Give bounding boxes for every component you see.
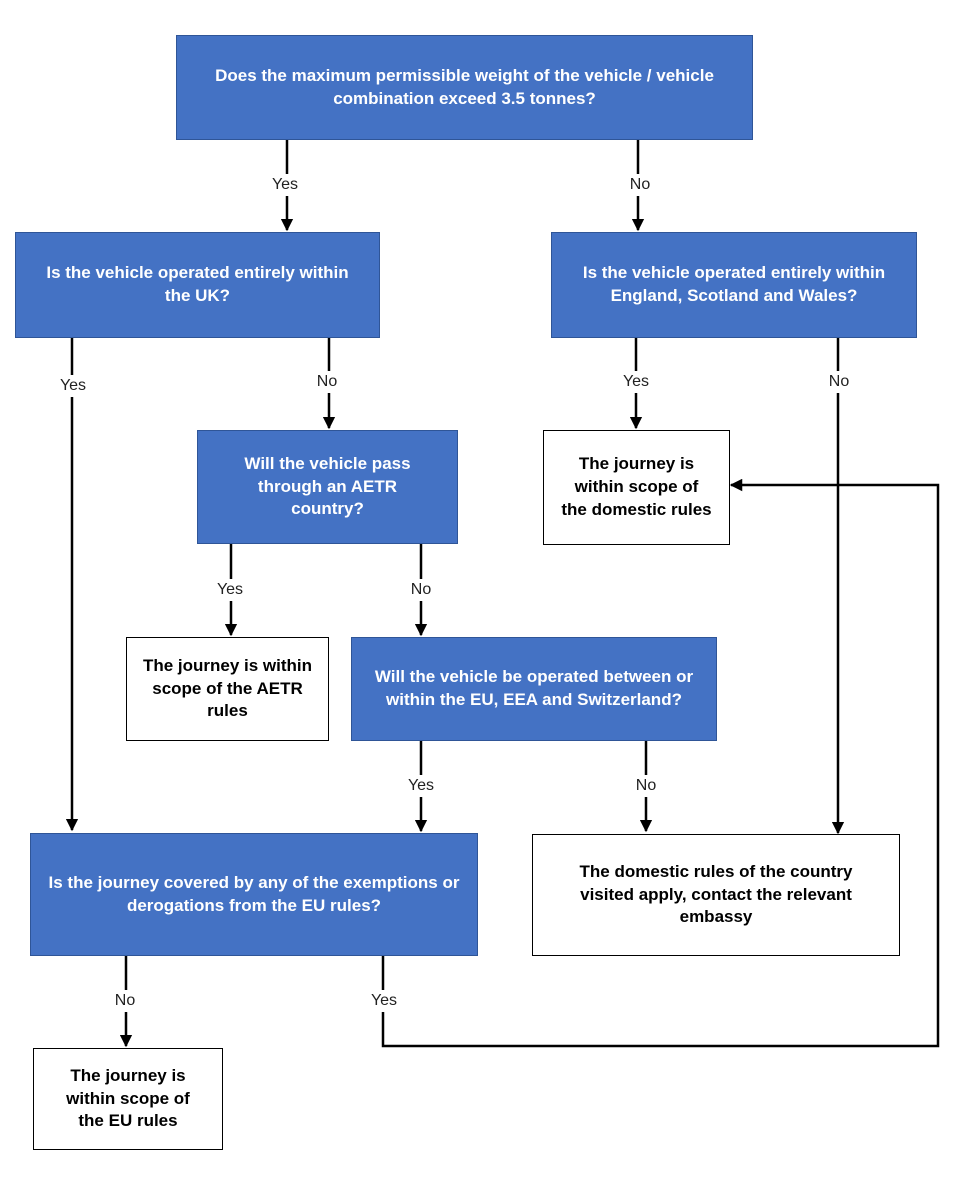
question-weight-text: Does the maximum permissible weight of t… [215,65,714,108]
arrow-exempt-yes [381,478,940,1048]
result-eu: The journey is within scope of the EU ru… [33,1048,223,1150]
label-gb-yes: Yes [619,371,653,393]
label-weight-no: No [626,174,654,196]
result-domestic: The journey is within scope of the domes… [543,430,730,545]
question-exemptions: Is the journey covered by any of the exe… [30,833,478,956]
question-exemptions-text: Is the journey covered by any of the exe… [48,872,460,915]
label-exempt-yes: Yes [367,990,401,1012]
question-eu: Will the vehicle be operated between or … [351,637,717,741]
question-aetr: Will the vehicle pass through an AETR co… [197,430,458,544]
label-eu-no: No [632,775,660,797]
question-aetr-text: Will the vehicle pass through an AETR co… [244,453,411,519]
question-gb-text: Is the vehicle operated entirely within … [582,263,886,305]
result-country-rules: The domestic rules of the country visite… [532,834,900,956]
label-weight-yes: Yes [268,174,302,196]
question-uk-text: Is the vehicle operated entirely within … [46,263,349,305]
label-uk-yes: Yes [56,375,90,397]
question-gb: Is the vehicle operated entirely within … [551,232,917,338]
label-aetr-no: No [407,579,435,601]
result-aetr-text: The journey is within scope of the AETR … [142,655,313,721]
question-uk: Is the vehicle operated entirely within … [15,232,380,338]
question-weight: Does the maximum permissible weight of t… [176,35,753,140]
label-exempt-no: No [111,990,139,1012]
result-eu-text: The journey is within scope of the EU ru… [66,1065,190,1131]
label-aetr-yes: Yes [213,579,247,601]
question-eu-text: Will the vehicle be operated between or … [374,667,694,709]
result-country-rules-text: The domestic rules of the country visite… [579,861,853,927]
result-domestic-text: The journey is within scope of the domes… [561,454,712,519]
label-gb-no: No [825,371,853,393]
result-aetr: The journey is within scope of the AETR … [126,637,329,741]
label-uk-no: No [313,371,341,393]
label-eu-yes: Yes [404,775,438,797]
